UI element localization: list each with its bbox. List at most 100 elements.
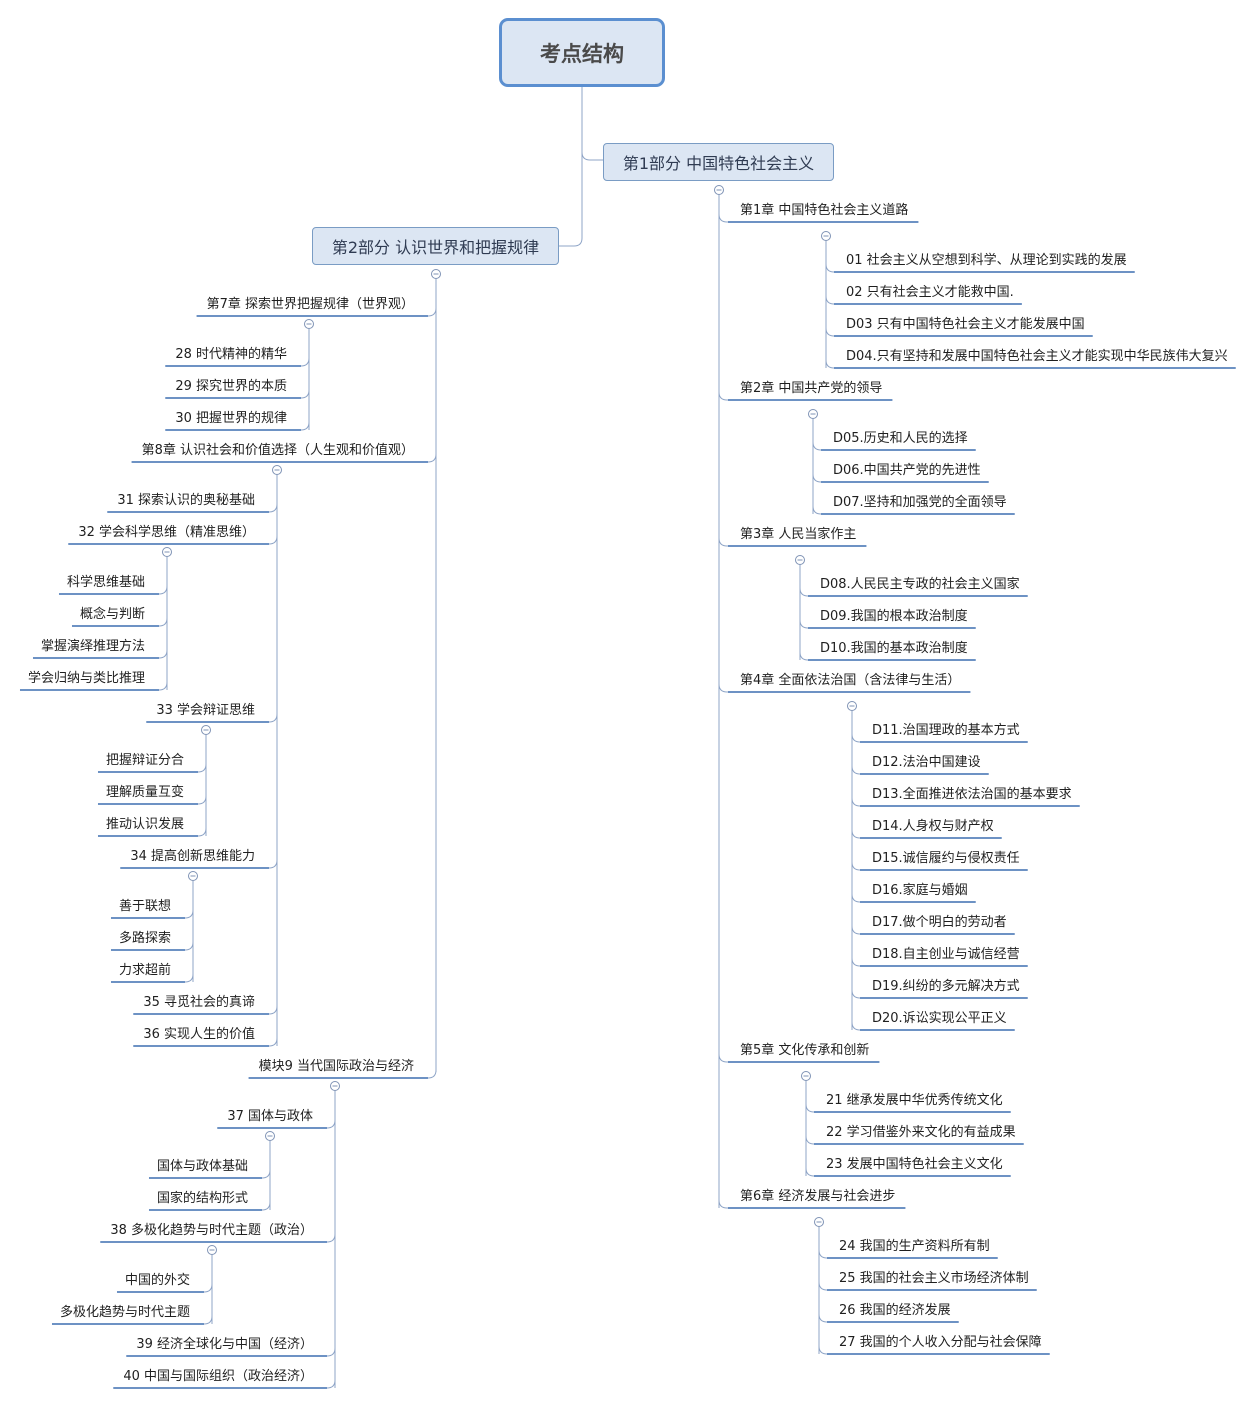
item-underline: [146, 713, 278, 723]
item-underline: [165, 389, 310, 399]
leaf-label[interactable]: D20.诉讼实现公平正义: [872, 1011, 1007, 1026]
leaf-label[interactable]: D15.诚信履约与侵权责任: [872, 851, 1020, 866]
leaf-label[interactable]: 27 我国的个人收入分配与社会保障: [839, 1335, 1042, 1350]
leaf-label[interactable]: 掌握演绎推理方法: [40, 639, 145, 654]
root-to-part1-line: [581, 87, 603, 161]
leaf-label[interactable]: D13.全面推进依法治国的基本要求: [872, 787, 1072, 802]
chapter-underline: [718, 537, 867, 547]
item-label[interactable]: 33 学会辩证思维: [156, 703, 255, 718]
item-label[interactable]: 30 把握世界的规律: [175, 411, 287, 426]
chapter-label[interactable]: 第3章 人民当家作主: [740, 527, 857, 542]
leaf-label[interactable]: 中国的外交: [124, 1273, 190, 1288]
leaf-label[interactable]: D04.只有坚持和发展中国特色社会主义才能实现中华民族伟大复兴: [846, 349, 1228, 364]
leaf-underline: [799, 587, 1028, 597]
chapter-label[interactable]: 第1章 中国特色社会主义道路: [740, 203, 909, 218]
leaf-label[interactable]: D11.治国理政的基本方式: [872, 723, 1020, 738]
leaf-label[interactable]: 国体与政体基础: [156, 1159, 248, 1174]
leaf-label[interactable]: 24 我国的生产资料所有制: [839, 1239, 990, 1254]
leaf-label[interactable]: 力求超前: [118, 963, 171, 978]
leaf-underline: [812, 505, 1015, 515]
leaf-label[interactable]: 概念与判断: [79, 607, 145, 622]
leaf-underline: [851, 733, 1028, 743]
item-label[interactable]: 31 探索认识的奥秘基础: [117, 493, 255, 508]
item-underline: [113, 1379, 336, 1389]
leaf-label[interactable]: 理解质量互变: [105, 785, 184, 800]
leaf-label[interactable]: 多极化趋势与时代主题: [59, 1305, 190, 1320]
chapter-label[interactable]: 第2章 中国共产党的领导: [740, 381, 883, 396]
item-label[interactable]: 37 国体与政体: [227, 1109, 313, 1124]
leaf-label[interactable]: D18.自主创业与诚信经营: [872, 947, 1020, 962]
leaf-label[interactable]: D16.家庭与婚姻: [872, 883, 968, 898]
leaf-underline: [851, 765, 989, 775]
leaf-label[interactable]: 国家的结构形式: [156, 1191, 248, 1206]
item-label[interactable]: 29 探究世界的本质: [175, 379, 287, 394]
chapter-underline: [131, 453, 437, 463]
leaf-underline: [32, 649, 168, 659]
leaf-label[interactable]: D03 只有中国特色社会主义才能发展中国: [846, 317, 1085, 332]
part1-topic[interactable]: 第1部分 中国特色社会主义: [603, 143, 834, 181]
leaf-label[interactable]: 23 发展中国特色社会主义文化: [826, 1157, 1003, 1172]
leaf-label[interactable]: 善于联想: [118, 899, 171, 914]
leaf-underline: [110, 909, 194, 919]
leaf-label[interactable]: 25 我国的社会主义市场经济体制: [839, 1271, 1029, 1286]
item-underline: [133, 1037, 278, 1047]
leaf-label[interactable]: 科学思维基础: [66, 575, 145, 590]
chapter-label[interactable]: 第5章 文化传承和创新: [740, 1043, 870, 1058]
item-label[interactable]: 32 学会科学思维（精准思维）: [78, 525, 255, 540]
leaf-label[interactable]: D05.历史和人民的选择: [833, 431, 968, 446]
item-underline: [100, 1233, 336, 1243]
leaf-underline: [51, 1315, 213, 1325]
chapter-underline: [196, 307, 437, 317]
leaf-underline: [851, 829, 1002, 839]
item-underline: [217, 1119, 336, 1129]
item-label[interactable]: 36 实现人生的价值: [143, 1027, 255, 1042]
leaf-label[interactable]: 01 社会主义从空想到科学、从理论到实践的发展: [846, 253, 1127, 268]
leaf-label[interactable]: D14.人身权与财产权: [872, 819, 994, 834]
chapter-label[interactable]: 第4章 全面依法治国（含法律与生活）: [740, 673, 961, 688]
item-underline: [133, 1005, 278, 1015]
leaf-label[interactable]: 推动认识发展: [105, 817, 184, 832]
leaf-label[interactable]: D09.我国的根本政治制度: [820, 609, 968, 624]
leaf-label[interactable]: D08.人民民主专政的社会主义国家: [820, 577, 1020, 592]
item-label[interactable]: 34 提高创新思维能力: [130, 849, 255, 864]
leaf-label[interactable]: D07.坚持和加强党的全面领导: [833, 495, 1007, 510]
leaf-label[interactable]: 把握辩证分合: [105, 753, 184, 768]
leaf-underline: [851, 893, 976, 903]
item-label[interactable]: 28 时代精神的精华: [175, 347, 287, 362]
leaf-label[interactable]: 21 继承发展中华优秀传统文化: [826, 1093, 1003, 1108]
leaf-underline: [799, 651, 976, 661]
root-topic[interactable]: 考点结构: [499, 18, 665, 87]
leaf-label[interactable]: 02 只有社会主义才能救中国.: [846, 285, 1014, 300]
leaf-label[interactable]: 22 学习借鉴外来文化的有益成果: [826, 1125, 1016, 1140]
item-underline: [165, 357, 310, 367]
chapter-label[interactable]: 第6章 经济发展与社会进步: [740, 1189, 896, 1204]
leaf-label[interactable]: D19.纠纷的多元解决方式: [872, 979, 1020, 994]
leaf-underline: [851, 925, 1015, 935]
leaf-underline: [825, 263, 1135, 273]
leaf-underline: [818, 1313, 959, 1323]
leaf-underline: [812, 473, 989, 483]
leaf-underline: [851, 1021, 1015, 1031]
leaf-label[interactable]: 多路探索: [118, 931, 171, 946]
leaf-label[interactable]: D12.法治中国建设: [872, 755, 981, 770]
chapter-label[interactable]: 第8章 认识社会和价值选择（人生观和价值观）: [141, 443, 414, 458]
chapter-label[interactable]: 模块9 当代国际政治与经济: [258, 1059, 414, 1074]
item-label[interactable]: 40 中国与国际组织（政治经济）: [123, 1369, 313, 1384]
leaf-underline: [148, 1169, 271, 1179]
part2-topic[interactable]: 第2部分 认识世界和把握规律: [312, 227, 559, 265]
leaf-label[interactable]: D17.做个明白的劳动者: [872, 915, 1007, 930]
item-label[interactable]: 38 多极化趋势与时代主题（政治）: [110, 1223, 313, 1238]
item-underline: [68, 535, 278, 545]
leaf-underline: [97, 763, 207, 773]
item-underline: [165, 421, 310, 431]
leaf-label[interactable]: D10.我国的基本政治制度: [820, 641, 968, 656]
item-label[interactable]: 39 经济全球化与中国（经济）: [136, 1337, 313, 1352]
chapter-underline: [718, 391, 893, 401]
leaf-label[interactable]: 学会归纳与类比推理: [27, 671, 145, 686]
leaf-underline: [851, 989, 1028, 999]
leaf-label[interactable]: D06.中国共产党的先进性: [833, 463, 981, 478]
chapter-label[interactable]: 第7章 探索世界把握规律（世界观）: [206, 297, 414, 312]
item-label[interactable]: 35 寻觅社会的真谛: [143, 995, 255, 1010]
leaf-label[interactable]: 26 我国的经济发展: [839, 1303, 951, 1318]
chapter-underline: [718, 683, 971, 693]
